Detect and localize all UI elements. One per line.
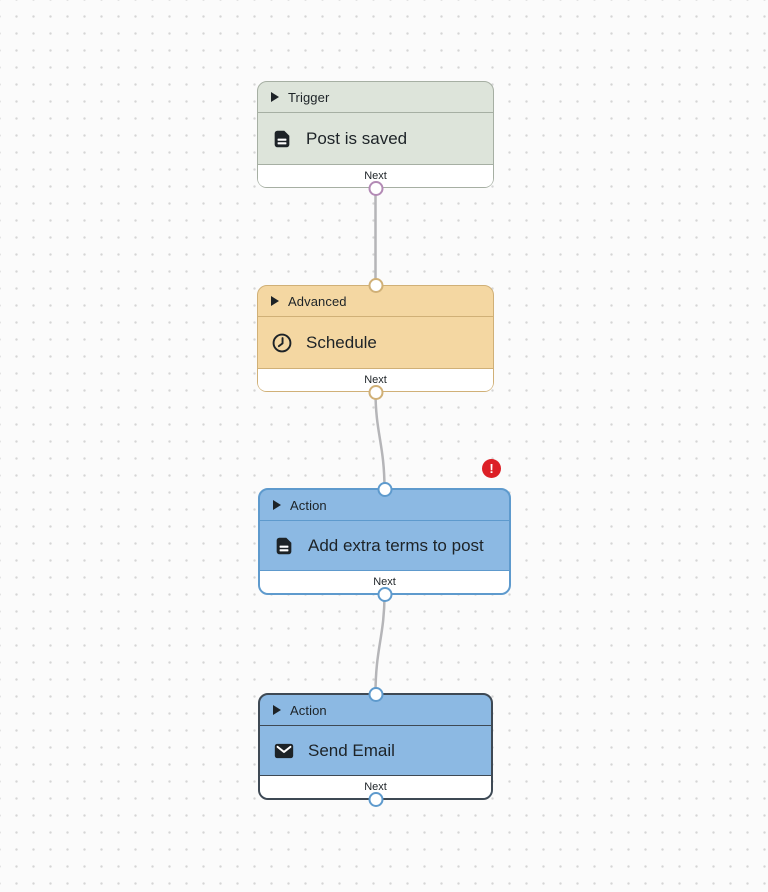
next-label: Next	[373, 576, 396, 588]
next-label: Next	[364, 374, 387, 386]
output-port[interactable]	[368, 792, 383, 807]
node-output-label: Next	[258, 164, 493, 187]
node-category-label: Advanced	[288, 293, 347, 309]
node-action-add-extra-terms[interactable]: Action Add extra terms to post Next	[258, 482, 511, 602]
error-badge[interactable]: !	[482, 459, 501, 478]
node-header[interactable]: Action	[260, 490, 509, 521]
node-category-label: Action	[290, 702, 327, 718]
envelope-icon	[273, 740, 295, 762]
next-label: Next	[364, 781, 387, 793]
node-output-label: Next	[258, 368, 493, 391]
document-icon	[271, 128, 293, 150]
connection-wire[interactable]	[374, 390, 386, 491]
input-port[interactable]	[368, 687, 383, 702]
node-category-label: Action	[290, 497, 327, 513]
output-port[interactable]	[377, 587, 392, 602]
output-port[interactable]	[368, 181, 383, 196]
node-header[interactable]: Advanced	[258, 286, 493, 317]
node-advanced-schedule[interactable]: Advanced Schedule Next	[257, 278, 494, 400]
node-header[interactable]: Trigger	[258, 82, 493, 113]
node-output-label: Next	[260, 775, 491, 798]
node-title: Add extra terms to post	[308, 535, 484, 555]
node-action-send-email[interactable]: Action Send Email Next	[258, 687, 493, 807]
node-category-label: Trigger	[288, 89, 330, 105]
node-body[interactable]: Add extra terms to post	[260, 521, 509, 570]
node-body[interactable]: Schedule	[258, 317, 493, 368]
node-body[interactable]: Post is saved	[258, 113, 493, 164]
node-title: Send Email	[308, 740, 395, 760]
node-trigger-post-is-saved[interactable]: Trigger Post is saved Next	[257, 81, 494, 196]
collapse-triangle-icon	[273, 500, 281, 510]
next-label: Next	[364, 170, 387, 182]
node-title: Schedule	[306, 332, 377, 352]
node-title: Post is saved	[306, 128, 408, 148]
input-port[interactable]	[377, 482, 392, 497]
collapse-triangle-icon	[273, 705, 281, 715]
input-port[interactable]	[368, 278, 383, 293]
collapse-triangle-icon	[271, 92, 279, 102]
node-body[interactable]: Send Email	[260, 726, 491, 775]
node-header[interactable]: Action	[260, 695, 491, 726]
document-icon	[273, 535, 295, 557]
collapse-triangle-icon	[271, 296, 279, 306]
connection-wire[interactable]	[374, 593, 386, 696]
clock-icon	[271, 332, 293, 354]
node-output-label: Next	[260, 570, 509, 593]
output-port[interactable]	[368, 385, 383, 400]
